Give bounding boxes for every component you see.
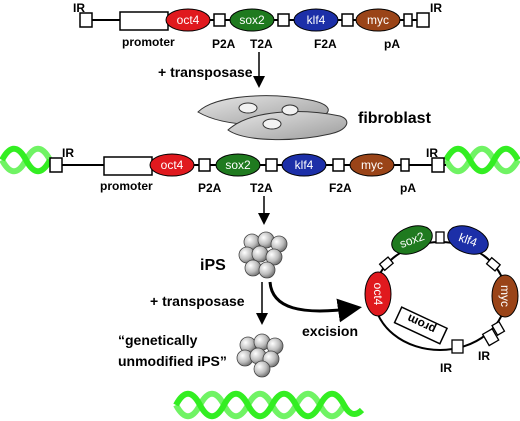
top-oct4-label: oct4	[177, 13, 200, 27]
mid-ir-right-box	[431, 157, 445, 173]
top-klf4-gene	[293, 8, 339, 32]
arrow-to-excision	[268, 281, 362, 323]
mid-promoter-label: promoter	[100, 179, 153, 193]
mid-klf4-gene	[281, 153, 327, 177]
top-ir-right-label: IR	[430, 1, 442, 15]
top-ir-left-label: IR	[73, 1, 85, 15]
top-oct4-gene	[165, 8, 211, 32]
circ-pa-box	[491, 320, 506, 337]
mid-sox2-label: sox2	[225, 158, 251, 172]
mid-myc-label: myc	[361, 158, 383, 172]
top-p2a-box	[213, 13, 226, 27]
mid-sox2-gene	[215, 153, 261, 177]
repaired-genomic-dna	[173, 390, 365, 420]
top-myc-label: myc	[367, 13, 389, 27]
top-sox2-label: sox2	[239, 13, 265, 27]
top-t2a-box	[277, 13, 290, 27]
mid-f2a-box	[332, 158, 345, 172]
circ-ir-a-label: IR	[440, 361, 452, 375]
unmodified-line1-label: “genetically	[118, 332, 198, 348]
mid-oct4-gene	[149, 153, 195, 177]
circ-t2a-box	[435, 231, 445, 244]
mid-ir-left-label: IR	[62, 146, 74, 160]
mid-oct4-label: oct4	[161, 158, 184, 172]
circ-myc-label: myc	[498, 285, 512, 307]
circ-f2a-box	[485, 256, 502, 272]
mid-myc-gene	[349, 153, 395, 177]
top-construct: IR promoter oct4 P2A sox2 T2A klf4 F2A m…	[73, 1, 442, 51]
excision-label: excision	[302, 323, 358, 339]
mid-f2a-label: F2A	[329, 181, 352, 195]
top-ir-right-box	[416, 12, 430, 28]
fibroblast-label: fibroblast	[358, 110, 432, 127]
circ-oct4-gene	[364, 271, 392, 317]
top-promoter-box	[119, 11, 169, 31]
top-promoter-label: promoter	[122, 35, 175, 49]
circ-sox2-gene	[391, 225, 433, 255]
circ-ir-b-box	[481, 327, 500, 347]
mid-klf4-label: klf4	[295, 158, 314, 172]
circ-oct4-label: oct4	[371, 283, 385, 306]
circ-klf4-label: klf4	[457, 230, 480, 250]
circ-myc-gene	[491, 274, 519, 318]
transposase-1-label: + transposase	[158, 64, 253, 80]
mid-p2a-label: P2A	[198, 181, 222, 195]
mid-ir-left-box	[49, 157, 63, 173]
circ-p2a-box	[378, 256, 395, 272]
top-ir-left-box	[79, 12, 93, 28]
unmodified-ips-colony	[236, 333, 284, 378]
circ-promoter-box	[393, 306, 449, 345]
top-myc-gene	[355, 8, 401, 32]
top-t2a-label: T2A	[250, 37, 273, 51]
top-sox2-gene	[229, 8, 275, 32]
top-pa-box	[403, 13, 413, 27]
transposase-2-label: + transposase	[150, 293, 245, 309]
top-f2a-box	[341, 13, 354, 27]
circ-klf4-gene	[447, 225, 489, 255]
excised-circular-transposon: sox2 klf4 myc IR IR prom oct4	[364, 225, 519, 375]
mid-pa-box	[400, 158, 410, 172]
fibroblast-cells	[197, 95, 348, 141]
genomic-dna-left	[0, 145, 53, 175]
top-p2a-label: P2A	[212, 37, 236, 51]
genomic-dna-right	[443, 145, 520, 175]
unmodified-line2-label: unmodified iPS”	[118, 353, 227, 369]
mid-p2a-box	[198, 158, 211, 172]
circ-ir-b-label: IR	[478, 349, 490, 363]
ips-colony	[238, 231, 288, 279]
mid-ir-right-label: IR	[426, 146, 438, 160]
mid-t2a-label: T2A	[250, 181, 273, 195]
ips-label: iPS	[200, 257, 226, 274]
top-f2a-label: F2A	[314, 37, 337, 51]
mid-promoter-box	[103, 156, 153, 176]
circ-ir-a-box	[451, 339, 464, 354]
mid-t2a-box	[265, 158, 278, 172]
top-klf4-label: klf4	[307, 13, 326, 27]
mid-pa-label: pA	[400, 181, 416, 195]
top-pa-label: pA	[384, 37, 400, 51]
integrated-construct: IR promoter oct4 P2A sox2 T2A klf4 F2A m…	[49, 146, 446, 195]
